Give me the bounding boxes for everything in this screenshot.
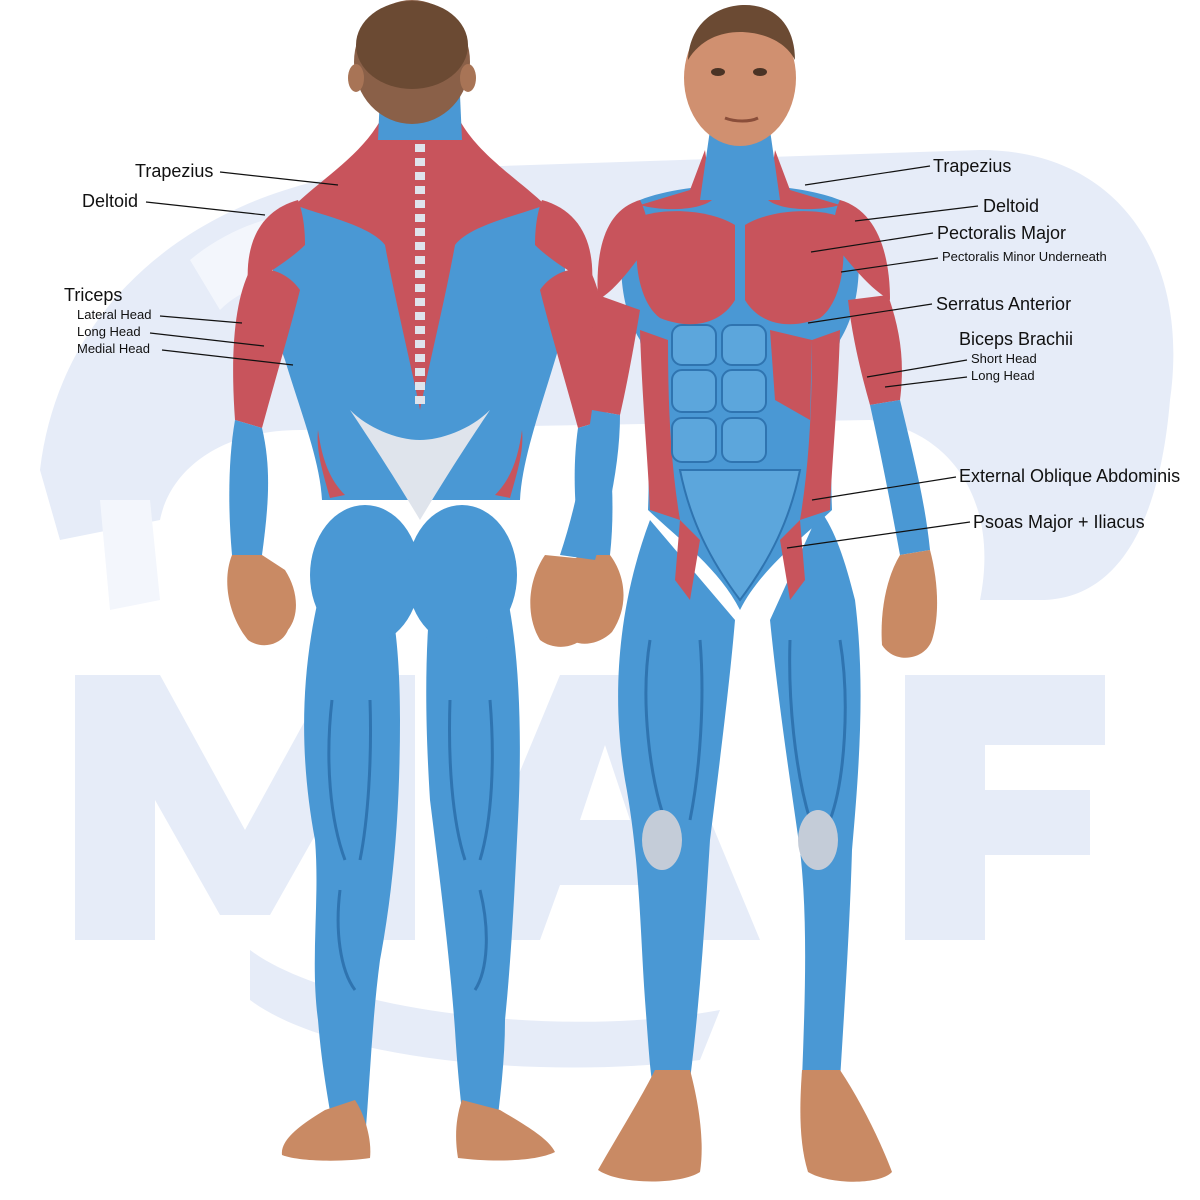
- back-triceps-left: [233, 268, 300, 428]
- back-left-leg: [304, 600, 400, 1140]
- label-back-triceps: Triceps: [64, 285, 123, 305]
- label-back-deltoid: Deltoid: [82, 191, 139, 211]
- front-pectoralis-major-left: [636, 211, 735, 325]
- leader-lines: [145, 165, 979, 549]
- front-left-leg: [618, 520, 735, 1080]
- label-front-pectoralis-major: Pectoralis Major: [937, 223, 1067, 243]
- front-hand-right: [881, 550, 938, 658]
- front-left-foot: [598, 1070, 702, 1182]
- figure-back: [227, 0, 624, 1161]
- front-trapezius-muscle: [640, 150, 712, 210]
- front-serratus: [770, 330, 812, 420]
- label-front-psoas-iliacus: Psoas Major + Iliacus: [973, 512, 1145, 532]
- figure-front: [530, 5, 938, 1182]
- front-psoas-right: [780, 520, 805, 600]
- label-front-external-oblique: External Oblique Abdominis: [959, 466, 1181, 486]
- front-abdominals: [671, 324, 802, 602]
- front-psoas-left: [675, 520, 700, 600]
- label-back-triceps-medial: Medial Head: [77, 341, 150, 356]
- front-right-foot: [800, 1070, 892, 1182]
- back-deltoid-right: [535, 200, 593, 285]
- label-back-triceps-long: Long Head: [77, 324, 141, 339]
- back-hand-left: [227, 555, 296, 646]
- label-front-deltoid: Deltoid: [983, 196, 1040, 216]
- label-front-trapezius: Trapezius: [933, 156, 1012, 176]
- back-left-foot: [281, 1100, 371, 1161]
- label-back-triceps-lateral: Lateral Head: [77, 307, 152, 322]
- label-front-serratus-anterior: Serratus Anterior: [936, 294, 1072, 314]
- front-arm-left: [590, 295, 640, 415]
- front-hand-left: [530, 555, 599, 647]
- front-head: [684, 10, 796, 146]
- front-deltoid-right: [833, 200, 890, 300]
- back-deltoid-left: [247, 200, 305, 285]
- front-pectoralis-major-right: [745, 211, 844, 325]
- label-back-trapezius: Trapezius: [135, 161, 214, 181]
- front-deltoid-left: [597, 200, 649, 300]
- back-glute-left: [310, 505, 420, 645]
- back-arm-right: [540, 268, 607, 428]
- front-biceps-right: [848, 295, 902, 405]
- front-external-oblique-left: [640, 330, 680, 520]
- back-glute-right: [407, 505, 517, 645]
- label-front-biceps-long: Long Head: [971, 368, 1035, 383]
- front-external-oblique-right: [800, 330, 840, 520]
- label-front-biceps-brachii: Biceps Brachii: [959, 329, 1074, 349]
- label-front-pectoralis-minor: Pectoralis Minor Underneath: [942, 249, 1107, 264]
- back-right-foot: [456, 1100, 555, 1161]
- front-right-leg: [770, 510, 861, 1080]
- label-front-biceps-short: Short Head: [971, 351, 1037, 366]
